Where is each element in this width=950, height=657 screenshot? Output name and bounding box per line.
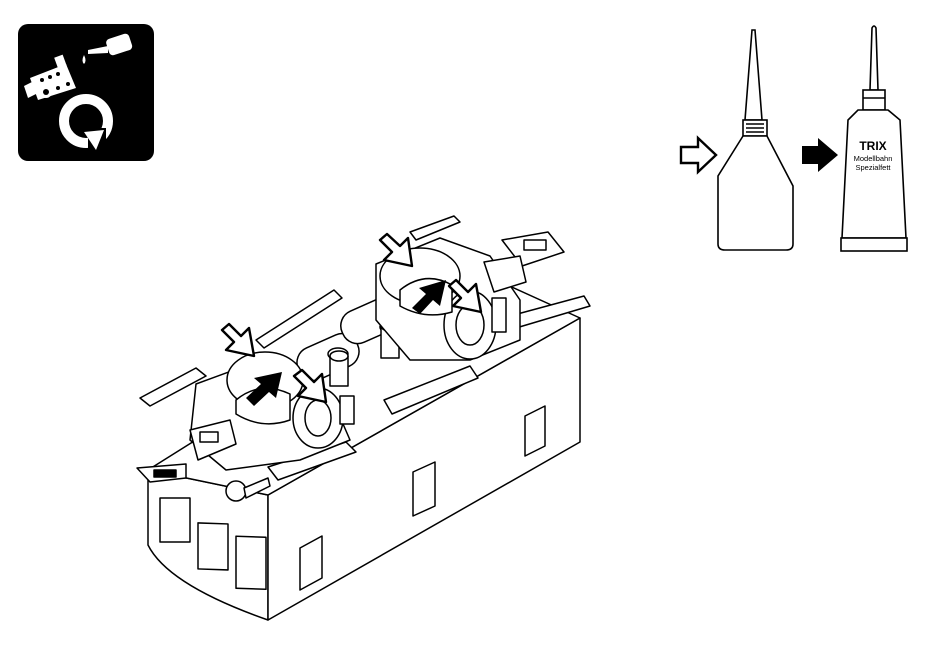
filled-arrow-icon (802, 138, 838, 172)
hollow-arrow-icon (681, 138, 716, 172)
tube-line2: Spezialfett (855, 163, 891, 172)
locomotive-chassis (137, 216, 590, 620)
tube-brand: TRIX (859, 139, 886, 153)
tube-line1: Modellbahn (854, 154, 893, 163)
oil-bottle-icon (718, 30, 793, 250)
maintenance-icon (18, 24, 154, 161)
